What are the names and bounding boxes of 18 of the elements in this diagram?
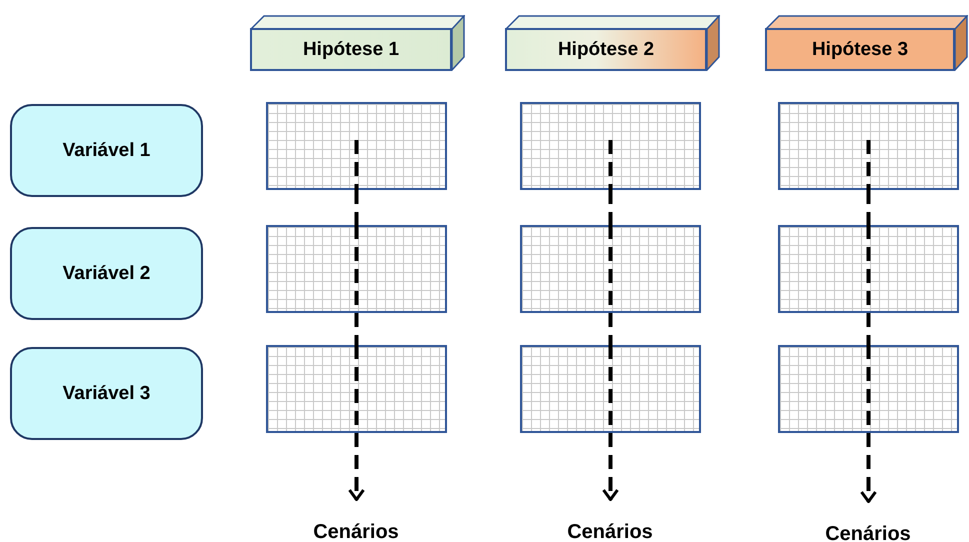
grid-box — [778, 102, 959, 190]
variable-box: Variável 1 — [10, 104, 203, 197]
scenario-label: Cenários — [550, 500, 670, 542]
grid-box — [266, 345, 447, 433]
grid-box — [520, 345, 701, 433]
variable-box: Variável 3 — [10, 347, 203, 440]
dashed-arrow — [348, 433, 365, 501]
dashed-arrow — [860, 433, 877, 503]
grid-box — [520, 225, 701, 313]
variable-box: Variável 2 — [10, 227, 203, 320]
grid-box — [266, 102, 447, 190]
grid-box — [778, 225, 959, 313]
grid-box — [778, 345, 959, 433]
grid-box — [520, 102, 701, 190]
dashed-arrow — [602, 433, 619, 501]
scenario-label: Cenários — [296, 500, 416, 542]
scenario-label: Cenários — [808, 502, 928, 542]
grid-box — [266, 225, 447, 313]
